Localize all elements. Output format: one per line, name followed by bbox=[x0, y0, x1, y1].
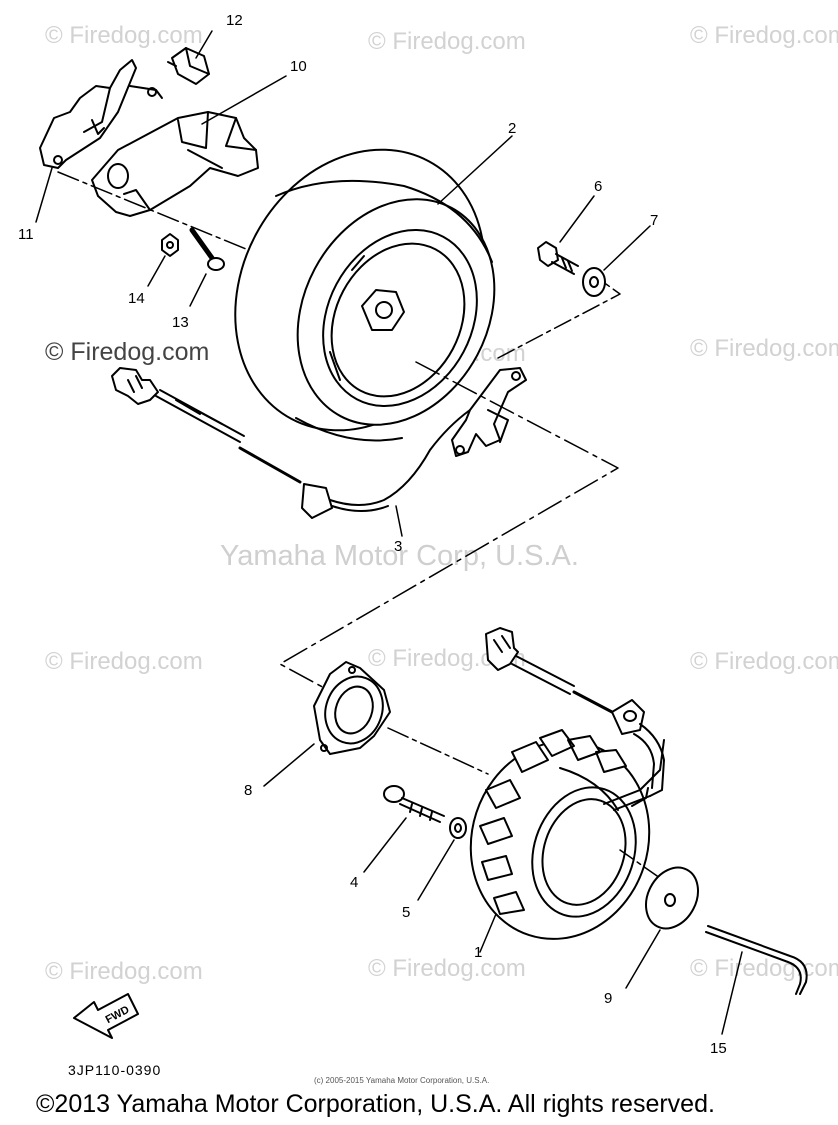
watermark-firedog: © Firedog.com bbox=[690, 335, 838, 362]
callout-3: 3 bbox=[394, 538, 403, 555]
watermark-firedog: © Firedog.com bbox=[45, 648, 203, 675]
fine-print: (c) 2005-2015 Yamaha Motor Corporation, … bbox=[314, 1076, 490, 1085]
diagram-code: 3JP110-0390 bbox=[68, 1062, 162, 1078]
part-8-seal bbox=[313, 661, 391, 755]
watermark-firedog: © Firedog.com bbox=[690, 955, 838, 982]
fwd-arrow-icon: FWD bbox=[73, 993, 139, 1039]
callout-2: 2 bbox=[508, 120, 517, 137]
part-3-pickup-coil bbox=[111, 367, 527, 519]
callout-6: 6 bbox=[594, 178, 603, 195]
watermark-firedog: © Firedog.com bbox=[690, 22, 838, 49]
part-7-washer bbox=[582, 267, 606, 297]
part-11-bracket bbox=[39, 59, 163, 169]
part-1-stator bbox=[469, 729, 665, 940]
watermark-firedog: © Firedog.com bbox=[45, 22, 203, 49]
copyright-notice: ©2013 Yamaha Motor Corporation, U.S.A. A… bbox=[36, 1090, 715, 1118]
part-10-holder bbox=[91, 111, 259, 217]
callout-7: 7 bbox=[650, 212, 659, 229]
part-14-nut bbox=[161, 233, 179, 257]
watermark-firedog: © Firedog.com bbox=[690, 648, 838, 675]
part-9-washer bbox=[645, 866, 699, 930]
watermark-firedog: © Firedog.com bbox=[45, 958, 203, 985]
callout-5: 5 bbox=[402, 904, 411, 921]
part-15-rod bbox=[705, 925, 808, 995]
callout-4: 4 bbox=[350, 874, 359, 891]
stator-lead-wire bbox=[485, 627, 665, 797]
callout-8: 8 bbox=[244, 782, 253, 799]
callout-13: 13 bbox=[172, 314, 189, 331]
callout-11: 11 bbox=[18, 226, 34, 243]
callout-1: 1 bbox=[474, 944, 483, 961]
part-12-cap bbox=[167, 47, 210, 85]
callout-15: 15 bbox=[710, 1040, 727, 1057]
watermark-yamaha: Yamaha Motor Corp, U.S.A. bbox=[220, 540, 579, 572]
part-4-screw bbox=[383, 785, 445, 823]
part-5-washer bbox=[449, 817, 467, 839]
watermark-firedog: © Firedog.com bbox=[368, 955, 526, 982]
part-2-rotor bbox=[234, 148, 496, 442]
part-13-screw bbox=[189, 227, 225, 271]
watermark-firedog: © Firedog.com bbox=[368, 28, 526, 55]
callout-9: 9 bbox=[604, 990, 613, 1007]
callout-12: 12 bbox=[226, 12, 243, 29]
callout-10: 10 bbox=[290, 58, 307, 75]
part-6-bolt bbox=[537, 241, 579, 275]
callout-14: 14 bbox=[128, 290, 145, 307]
watermark-firedog: © Firedog.com bbox=[45, 338, 210, 366]
